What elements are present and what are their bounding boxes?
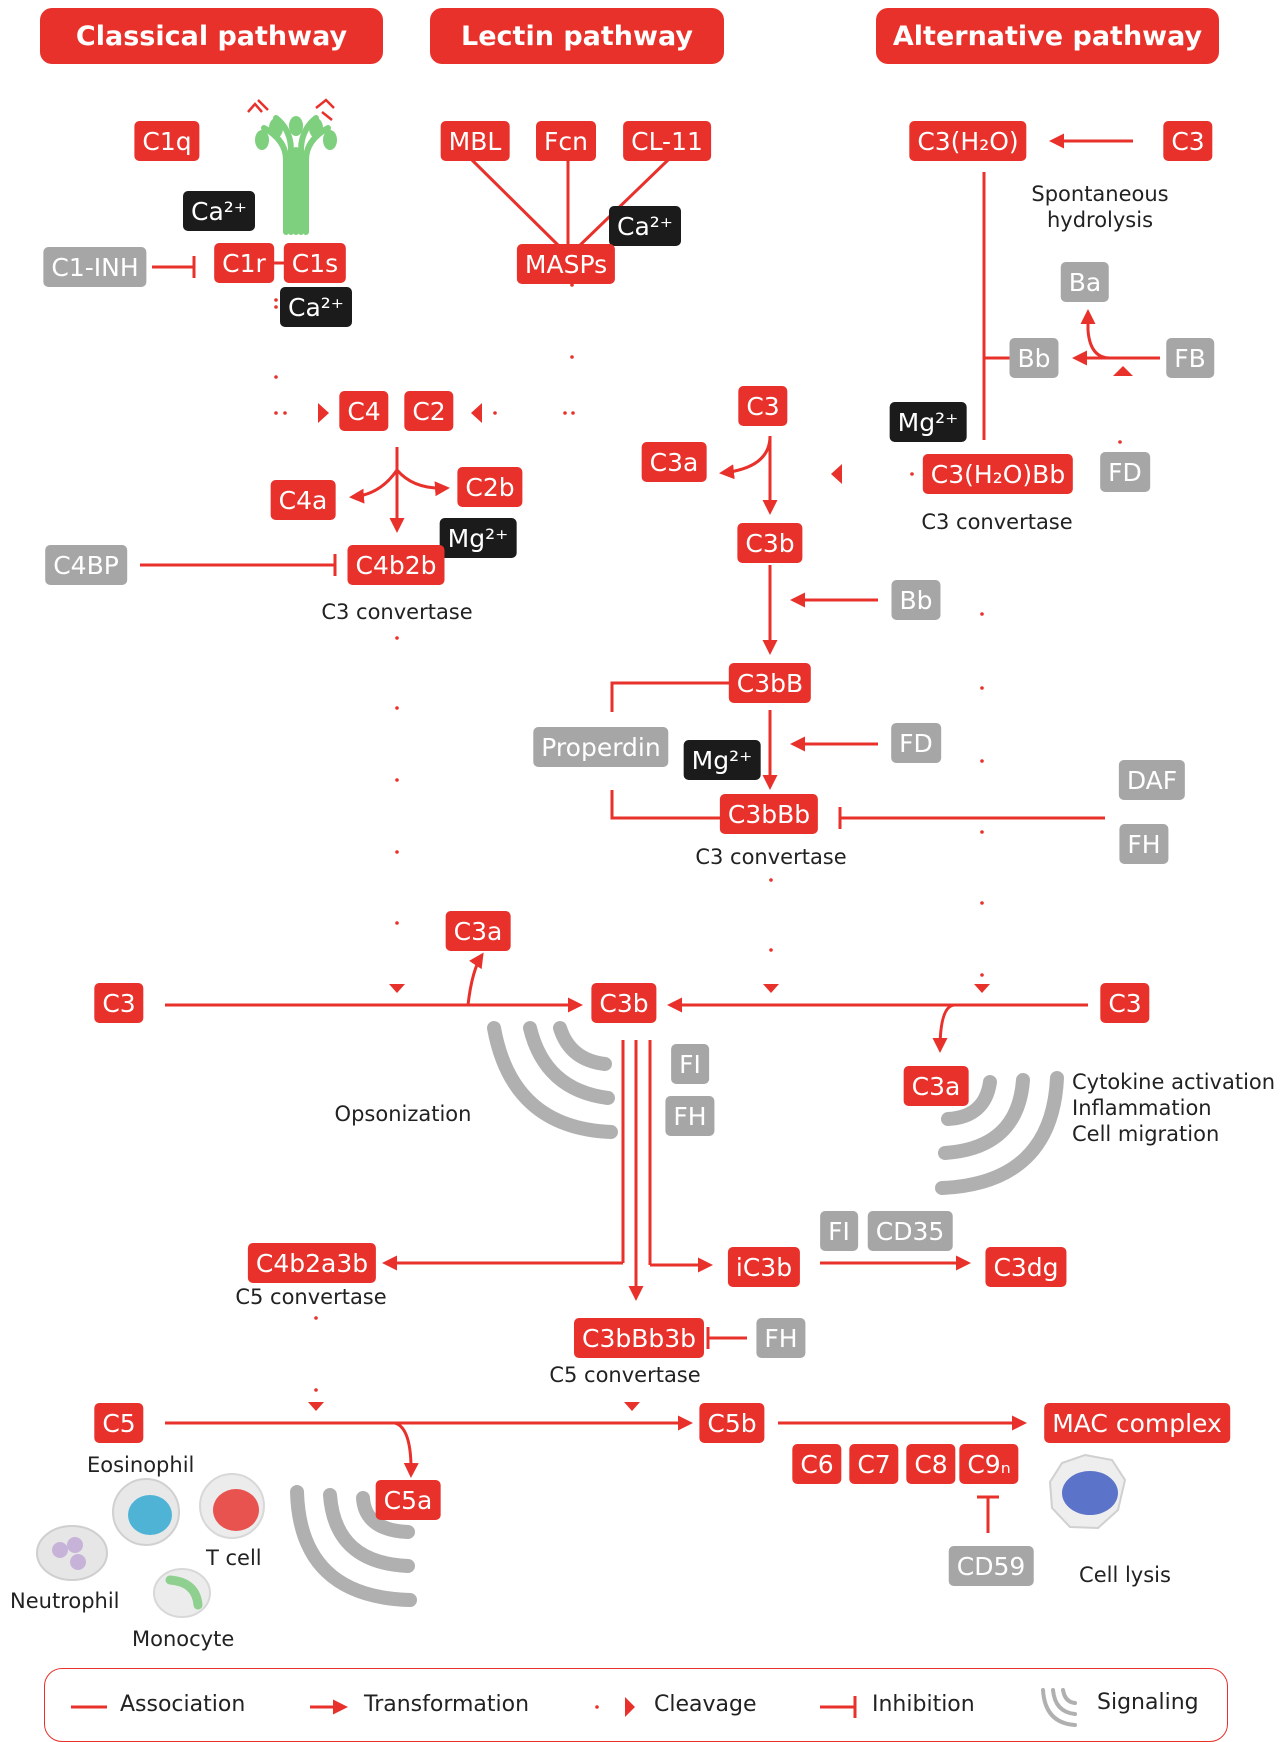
node-c3b-center[interactable]: C3b: [591, 983, 657, 1023]
regulator-fh-3[interactable]: FH: [756, 1318, 806, 1358]
label-c5-convertase-mid: C5 convertase: [549, 1363, 701, 1387]
node-c5a[interactable]: C5a: [375, 1480, 441, 1520]
node-c1q[interactable]: C1q: [134, 121, 200, 161]
label-cell-lysis: Cell lysis: [1079, 1563, 1171, 1587]
node-c5b[interactable]: C5b: [699, 1403, 765, 1443]
ion-mg-2: Mg²⁺: [439, 518, 517, 558]
label-cytokine: Cytokine activation Inflammation Cell mi…: [1072, 1070, 1276, 1146]
node-c3-alt-top[interactable]: C3: [1163, 121, 1213, 161]
node-c4[interactable]: C4: [339, 391, 389, 431]
regulator-fh-1[interactable]: FH: [1119, 824, 1169, 864]
signal-arc-c3a: [935, 1071, 1064, 1195]
label-eosinophil: Eosinophil: [87, 1453, 195, 1477]
node-fcn[interactable]: Fcn: [536, 121, 596, 161]
node-c4b2a3b[interactable]: C4b2a3b: [247, 1243, 377, 1283]
node-masps[interactable]: MASPs: [516, 244, 616, 284]
node-c3b-mid[interactable]: C3b: [737, 523, 803, 563]
ion-mg-3: Mg²⁺: [683, 740, 761, 780]
node-ba[interactable]: Ba: [1060, 262, 1110, 302]
regulator-c4bp[interactable]: C4BP: [45, 545, 127, 585]
node-mac-complex[interactable]: MAC complex: [1044, 1403, 1230, 1443]
node-bb-2[interactable]: Bb: [891, 580, 941, 620]
node-c4a[interactable]: C4a: [270, 480, 336, 520]
node-c7[interactable]: C7: [849, 1444, 899, 1484]
node-c3bb[interactable]: C3bB: [728, 663, 812, 703]
header-alternative: Alternative pathway: [876, 8, 1219, 64]
node-c2b[interactable]: C2b: [457, 467, 523, 507]
label-monocyte: Monocyte: [132, 1627, 235, 1651]
node-c2[interactable]: C2: [404, 391, 454, 431]
node-c3a-left[interactable]: C3a: [445, 911, 511, 951]
node-c3-mid[interactable]: C3: [738, 386, 788, 426]
label-c3-convertase-alt: C3 convertase: [921, 510, 1073, 534]
assoc-mbl-masps: [470, 158, 565, 252]
label-c5-convertase-left: C5 convertase: [235, 1285, 387, 1309]
ion-mg-1: Mg²⁺: [889, 402, 967, 442]
node-c3h2o[interactable]: C3(H₂O): [909, 121, 1027, 161]
ion-ca-2: Ca²⁺: [280, 287, 352, 327]
node-bb-1[interactable]: Bb: [1009, 338, 1059, 378]
legend-transformation: Transformation: [364, 1692, 530, 1717]
legend-inhibition: Inhibition: [872, 1692, 975, 1717]
ion-ca-1: Ca²⁺: [183, 191, 255, 231]
node-c8[interactable]: C8: [906, 1444, 956, 1484]
label-neutrophil: Neutrophil: [10, 1589, 120, 1613]
assoc-cl11-masps: [573, 158, 670, 252]
regulator-cd59[interactable]: CD59: [948, 1546, 1034, 1586]
node-mbl[interactable]: MBL: [440, 121, 510, 161]
regulator-fi-1[interactable]: FI: [671, 1044, 709, 1084]
regulator-cd35[interactable]: CD35: [867, 1211, 953, 1251]
node-c3h2obb[interactable]: C3(H₂O)Bb: [922, 454, 1074, 494]
node-c3bbb[interactable]: C3bBb: [719, 794, 819, 834]
node-c9n[interactable]: C9ₙ: [959, 1444, 1019, 1484]
node-c3a-right[interactable]: C3a: [903, 1066, 969, 1106]
signal-arc-c5a: [290, 1485, 417, 1607]
legend-signaling: Signaling: [1097, 1690, 1199, 1715]
node-c3a-mid[interactable]: C3a: [641, 442, 707, 482]
c1q-molecule: [247, 98, 337, 235]
node-cl11[interactable]: CL-11: [623, 121, 711, 161]
signal-arc-opsonization: [487, 1021, 618, 1139]
node-c3-left[interactable]: C3: [94, 983, 144, 1023]
legend-cleavage: Cleavage: [654, 1692, 757, 1717]
node-c3-right[interactable]: C3: [1100, 983, 1150, 1023]
header-classical: Classical pathway: [40, 8, 383, 64]
node-c3bbb3b[interactable]: C3bBb3b: [573, 1318, 705, 1358]
regulator-c1inh[interactable]: C1-INH: [43, 247, 147, 287]
immune-cells: [36, 1453, 1127, 1618]
node-c6[interactable]: C6: [792, 1444, 842, 1484]
label-opsonization: Opsonization: [334, 1102, 472, 1126]
regulator-fi-2[interactable]: FI: [820, 1211, 858, 1251]
node-c4b2b[interactable]: C4b2b: [347, 545, 445, 585]
node-ic3b[interactable]: iC3b: [727, 1247, 801, 1287]
ion-ca-3: Ca²⁺: [609, 206, 681, 246]
node-c5[interactable]: C5: [94, 1403, 144, 1443]
header-lectin: Lectin pathway: [430, 8, 724, 64]
regulator-properdin[interactable]: Properdin: [533, 727, 669, 767]
node-c3dg[interactable]: C3dg: [985, 1247, 1067, 1287]
regulator-daf[interactable]: DAF: [1118, 760, 1186, 800]
node-c1r[interactable]: C1r: [214, 243, 274, 283]
label-c3-convertase-mid: C3 convertase: [695, 845, 847, 869]
node-fd-1[interactable]: FD: [1100, 452, 1150, 492]
label-tcell: T cell: [206, 1546, 262, 1570]
label-spontaneous: Spontaneous hydrolysis: [1031, 182, 1169, 232]
legend-association: Association: [120, 1692, 246, 1717]
regulator-fh-2[interactable]: FH: [665, 1096, 715, 1136]
node-fb[interactable]: FB: [1166, 338, 1214, 378]
node-fd-2[interactable]: FD: [891, 723, 941, 763]
node-c1s[interactable]: C1s: [283, 243, 347, 283]
label-c3-convertase-classical: C3 convertase: [321, 600, 473, 624]
